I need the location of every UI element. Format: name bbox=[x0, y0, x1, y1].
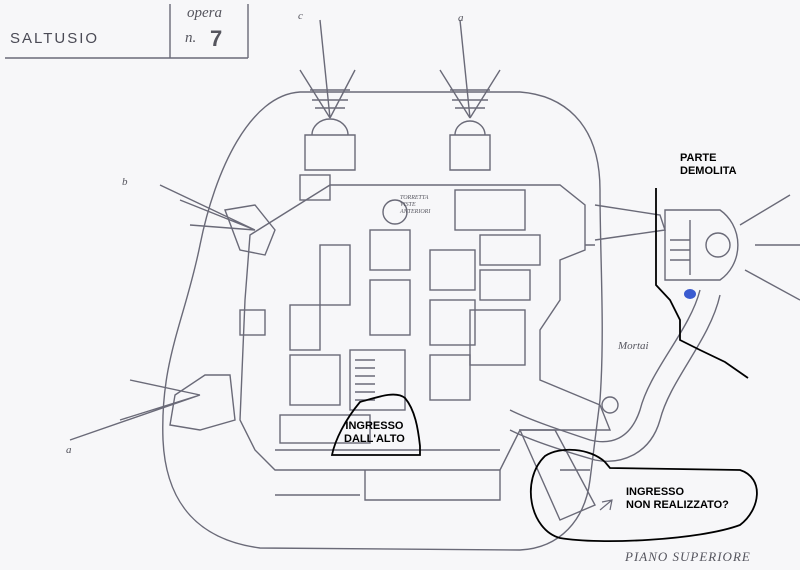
room bbox=[299, 174, 331, 201]
opera-number: 7 bbox=[210, 26, 223, 51]
inner-keep bbox=[239, 184, 612, 471]
sector-label-b: b bbox=[122, 176, 128, 188]
unbuilt-entrance-outline bbox=[529, 448, 758, 543]
room bbox=[369, 229, 411, 271]
title-block-frame bbox=[5, 4, 249, 59]
room bbox=[429, 354, 471, 401]
demolished-label-line2: DEMOLITA bbox=[680, 165, 737, 177]
upper-entrance-line1: INGRESSO bbox=[345, 420, 404, 432]
room bbox=[289, 354, 341, 406]
room bbox=[239, 309, 266, 336]
small-tower bbox=[382, 199, 408, 225]
room bbox=[479, 269, 531, 301]
cupola-c bbox=[304, 118, 356, 171]
upper-entrance-outline bbox=[330, 393, 421, 456]
room bbox=[319, 244, 351, 306]
room bbox=[289, 304, 321, 351]
upper-entrance-label: INGRESSO DALL'ALTO bbox=[344, 420, 405, 446]
cupola-a bbox=[449, 120, 491, 171]
east-battery bbox=[664, 209, 739, 281]
room bbox=[429, 299, 476, 346]
staircase bbox=[349, 349, 406, 411]
exit-corridor bbox=[509, 289, 721, 462]
sector-label-c: c bbox=[298, 10, 303, 22]
opera-number-prefix: n. bbox=[185, 30, 197, 46]
unbuilt-entrance-line1: INGRESSO bbox=[626, 486, 685, 498]
blue-marker bbox=[684, 289, 696, 299]
room bbox=[469, 309, 526, 366]
site-name: SALTUSIO bbox=[10, 30, 100, 47]
demolished-label-line1: PARTE bbox=[680, 152, 717, 164]
unbuilt-entrance-line2: NON REALIZZATO? bbox=[626, 499, 729, 511]
room bbox=[429, 249, 476, 291]
east-corridor bbox=[585, 204, 666, 246]
room bbox=[369, 279, 411, 336]
unbuilt-entrance-label: INGRESSO NON REALIZZATO? bbox=[626, 486, 729, 512]
sector-label-a-west: a bbox=[66, 444, 72, 456]
outer-rampart bbox=[162, 91, 603, 551]
plan-caption: PIANO SUPERIORE bbox=[625, 549, 751, 564]
small-tower-note: TORRETTA VISTE ANTERIORI bbox=[400, 195, 431, 215]
mortai-note: Mortai bbox=[618, 340, 649, 352]
opera-label: opera bbox=[187, 5, 222, 21]
demolished-boundary bbox=[655, 188, 749, 379]
demolished-label: PARTE DEMOLITA bbox=[680, 152, 737, 178]
room bbox=[279, 414, 371, 444]
upper-entrance-line2: DALL'ALTO bbox=[344, 433, 405, 445]
sector-label-a: a bbox=[458, 12, 464, 24]
room bbox=[479, 234, 541, 266]
room bbox=[454, 189, 526, 231]
